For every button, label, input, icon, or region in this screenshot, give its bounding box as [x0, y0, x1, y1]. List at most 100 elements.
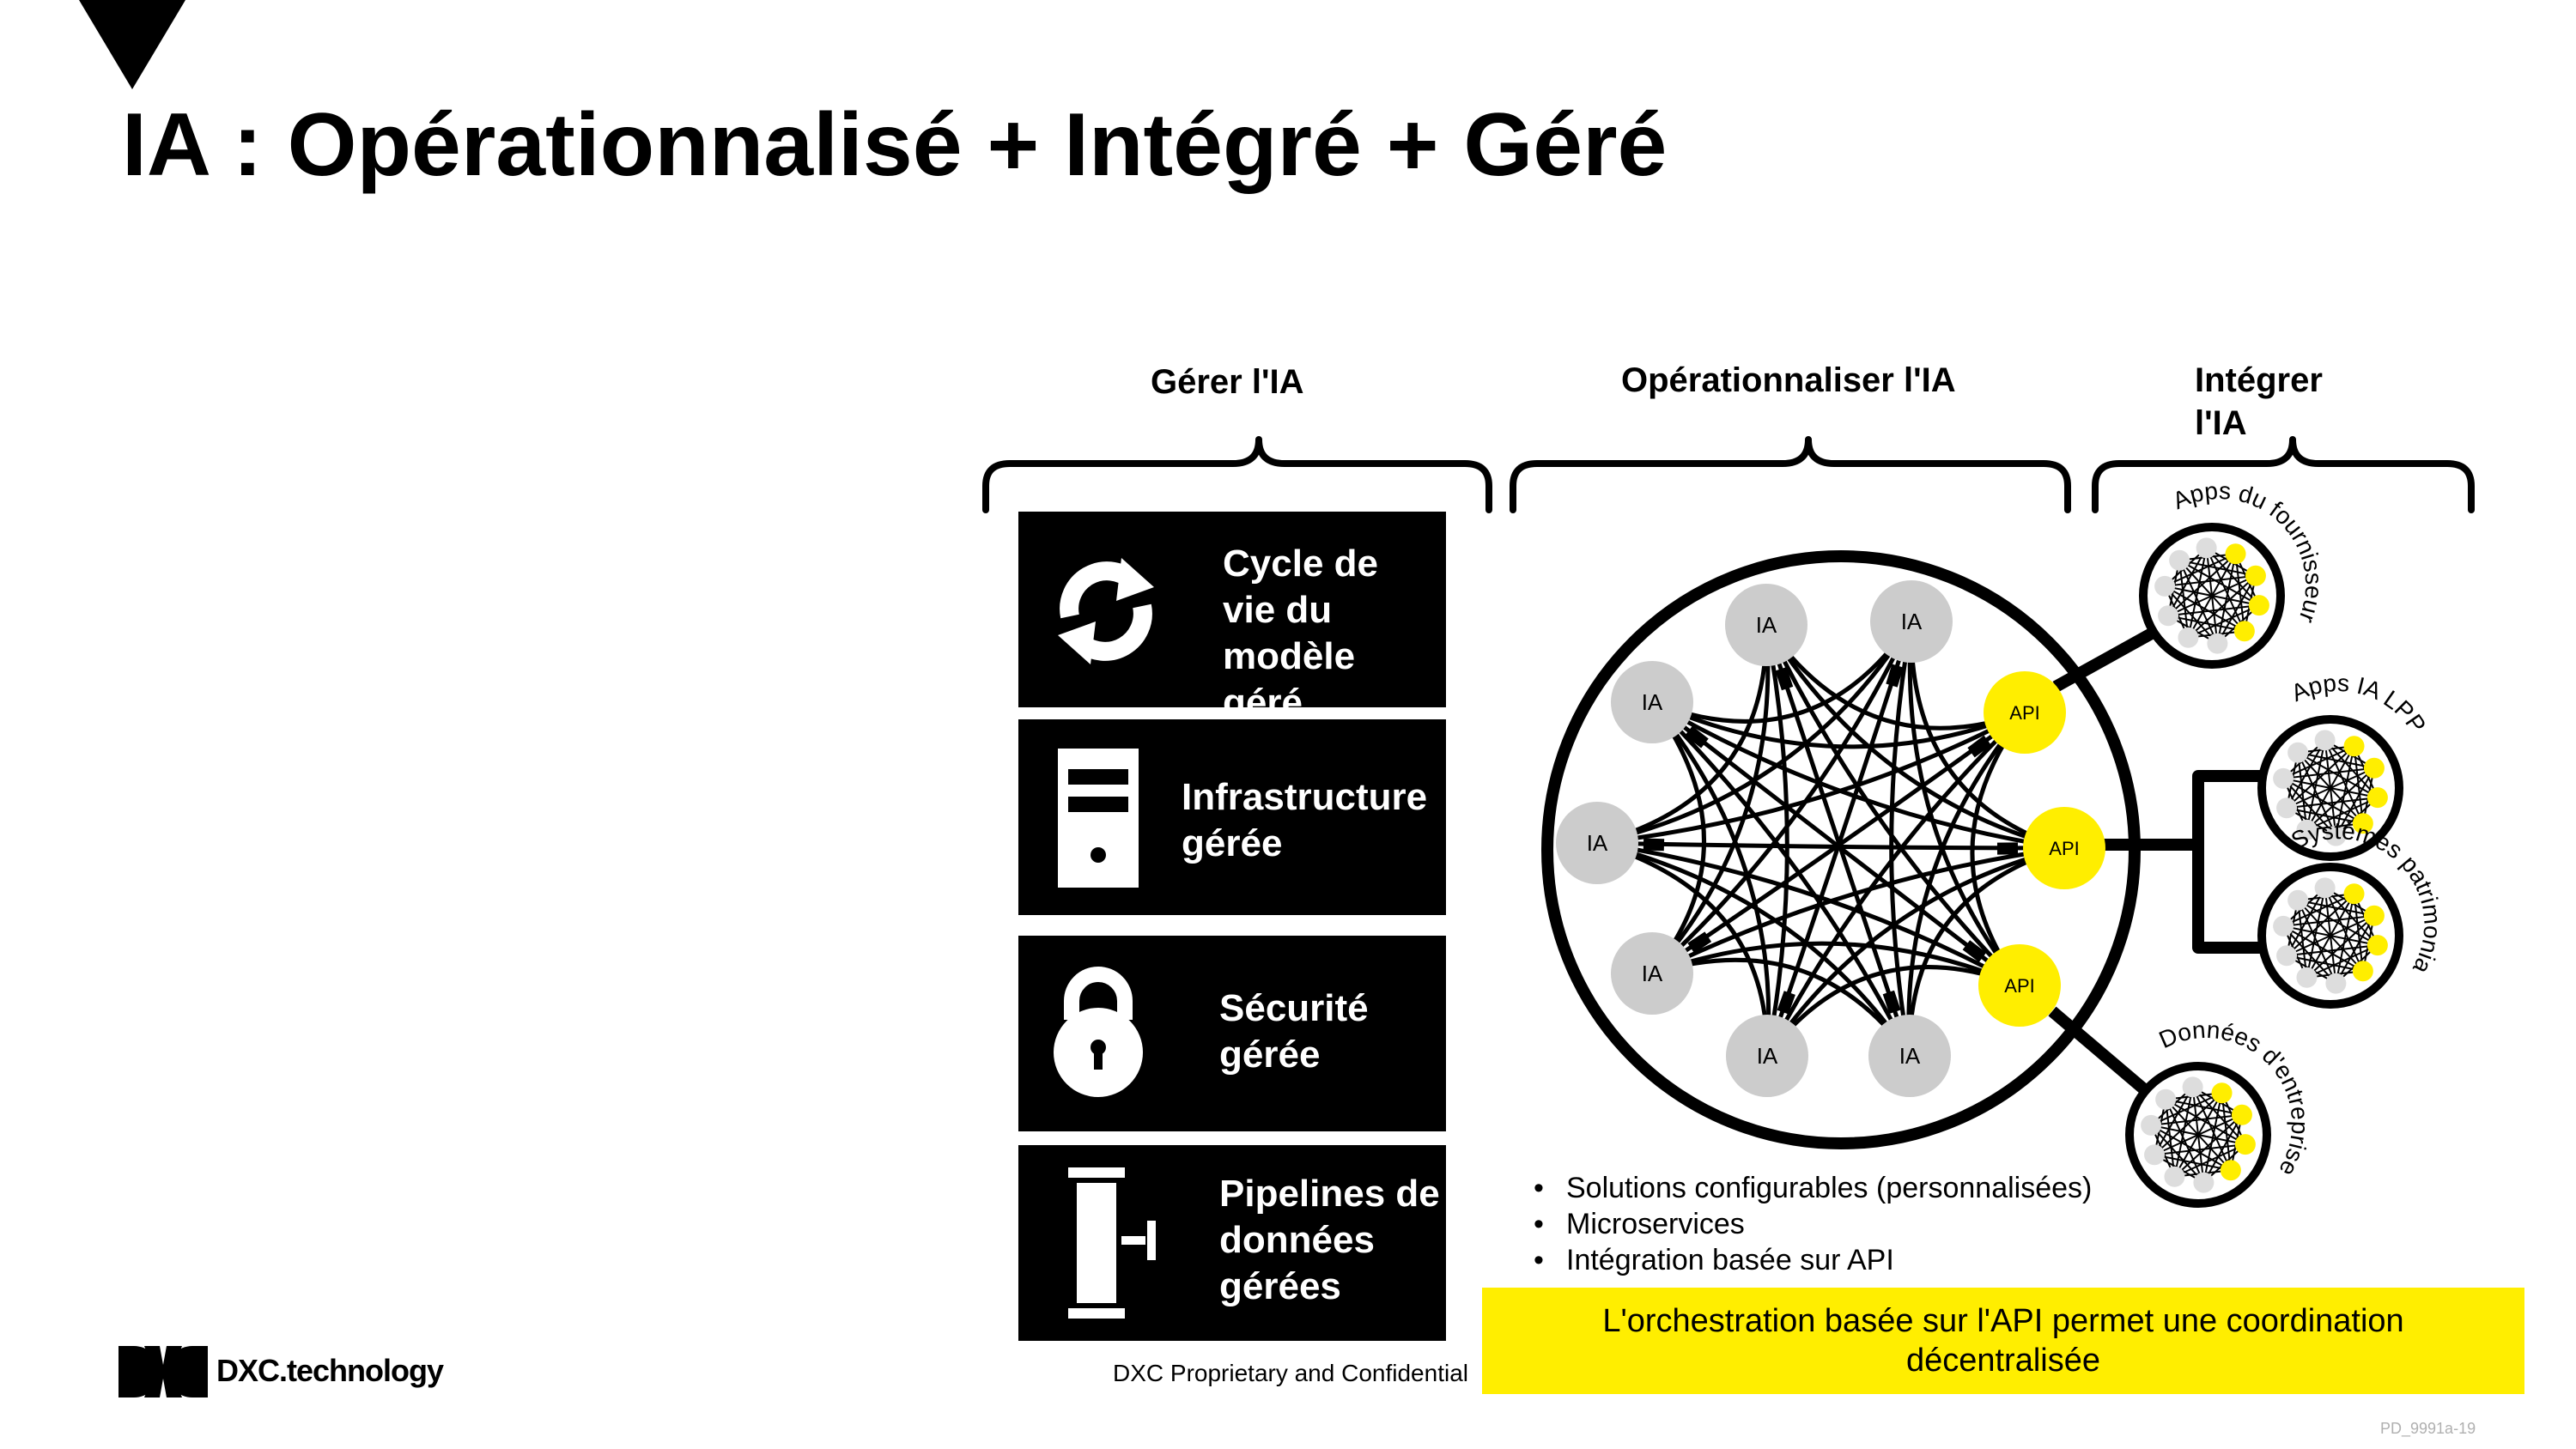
satellite-ia-node [2314, 730, 2336, 751]
integration-link [2048, 1006, 2160, 1104]
satellite-api-node [2233, 621, 2255, 642]
managed-box-data-pipelines: Pipelines de données gérées [1018, 1145, 1446, 1341]
satellite-ia-node [2325, 825, 2347, 846]
satellite-api-node [2363, 905, 2385, 926]
api-node-label: API [2009, 702, 2039, 724]
managed-box-label: Cycle de vie du modèle géré [1223, 543, 1378, 724]
mesh-link [1651, 620, 1914, 724]
page-title: IA : Opérationnalisé + Intégré + Géré [122, 95, 1668, 195]
ia-node [1611, 661, 1693, 743]
satellite-api-node [2225, 543, 2246, 565]
satellite-ia-node [2154, 575, 2176, 597]
satellite-ia-node [2169, 549, 2190, 571]
managed-box-label: Sécurité gérée [1219, 987, 1369, 1076]
satellite-api-node [2343, 736, 2365, 757]
api-node [2023, 807, 2105, 889]
mesh-link [1596, 840, 2065, 851]
ia-node-label: IA [1756, 612, 1777, 638]
mesh-link [1765, 846, 2065, 1058]
mesh-link [1651, 941, 2020, 988]
satellite-api-node [2352, 813, 2373, 834]
satellite-ia-node [2164, 1166, 2185, 1187]
managed-box-model-lifecycle: Cycle de vie du modèle géré [1018, 512, 1446, 724]
mesh-link [1651, 957, 1912, 1058]
satellite-ia-node [2296, 967, 2318, 988]
satellite-api-node [2352, 961, 2373, 982]
banner-text: L'orchestration basée sur l'API permet u… [1602, 1303, 2404, 1379]
mesh-link [1765, 711, 2026, 1058]
mesh-link [1764, 624, 1789, 1057]
satellite-ia-node [2273, 767, 2294, 789]
connector-plug [1643, 838, 1665, 852]
mesh-link [1650, 700, 1912, 1058]
satellite-ia-node [2158, 605, 2179, 627]
ia-node-label: IA [1587, 830, 1608, 856]
server-icon [1058, 749, 1139, 892]
mesh-link [1650, 700, 2065, 851]
satellite-api-node [2248, 595, 2269, 616]
satellite-ia-node [2276, 945, 2298, 967]
padlock-icon [1051, 961, 1145, 1103]
section-header-integrate: Intégrer l'IA [2195, 361, 2323, 442]
corner-triangle [79, 0, 185, 89]
ia-node [1611, 932, 1693, 1015]
satellite-system: Données d'entreprise [2125, 1016, 2313, 1208]
api-node [1978, 944, 2061, 1027]
hub-ring [1541, 550, 2141, 1149]
list-item: Solutions configurables (personnalisées) [1528, 1170, 2092, 1206]
managed-box-infrastructure: Infrastructure gérée [1018, 719, 1446, 915]
satellite-api-node [2245, 565, 2266, 586]
mesh-link [1649, 700, 1706, 975]
satellite-api-node [2343, 883, 2365, 905]
satellite-ia-node [2287, 742, 2309, 763]
section-header-operationalize: Opérationnaliser l'IA [1621, 361, 1956, 399]
satellite-api-node [2231, 1104, 2252, 1125]
ia-node-label: IA [1901, 609, 1923, 634]
satellite-api-node [2366, 935, 2388, 956]
mesh-link [1906, 711, 2026, 1057]
connector-plug [1687, 931, 1712, 954]
mesh-link [1596, 840, 2021, 988]
satellite-ia-node [2287, 889, 2309, 911]
mesh-link [1596, 624, 1769, 846]
mesh-link [1970, 711, 2027, 987]
confidentiality-note: DXC Proprietary and Confidential [1113, 1360, 1468, 1386]
satellite-ia-node [2276, 797, 2298, 819]
mesh-link [1650, 700, 1771, 1057]
satellite-ia-node [2144, 1144, 2166, 1166]
ia-node [1725, 584, 1807, 666]
connector-plug [1777, 991, 1795, 1015]
mesh-link [1907, 621, 2021, 987]
satellite-api-node [2220, 1160, 2241, 1181]
satellite-api-node [2366, 787, 2388, 809]
managed-box-label: Pipelines de données gérées [1219, 1173, 1440, 1307]
connector-plug [1882, 990, 1901, 1014]
connector-plug [1996, 842, 2019, 855]
mesh-link [1650, 846, 2065, 976]
orchestration-banner: L'orchestration basée sur l'API permet u… [1482, 1288, 2524, 1394]
satellite-ia-node [2325, 973, 2347, 994]
connector-plug [1962, 940, 1987, 962]
ia-node-label: IA [1642, 961, 1663, 986]
section-header-manage: Gérer l'IA [1151, 363, 1304, 401]
refresh-icon [1048, 553, 1164, 674]
api-node-label: API [2049, 838, 2079, 859]
api-node [1984, 671, 2066, 754]
satellite-ia-node [2207, 633, 2228, 654]
ia-node [1726, 1015, 1808, 1097]
mesh-link [1889, 621, 1914, 1057]
ia-node-label: IA [1642, 689, 1663, 715]
connector-plug [1775, 667, 1794, 691]
managed-box-label: Infrastructure gérée [1182, 776, 1428, 864]
ia-node [1870, 580, 1953, 663]
satellite-ia-node [2196, 537, 2217, 559]
api-node-label: API [2004, 975, 2034, 997]
ia-node-label: IA [1899, 1043, 1921, 1069]
dxc-logo-text: DXC.technology [216, 1353, 444, 1388]
integration-link [2095, 770, 2267, 851]
managed-box-security: Sécurité gérée [1018, 936, 1446, 1131]
connector-plug [1685, 725, 1709, 749]
ia-node [1868, 1015, 1951, 1097]
